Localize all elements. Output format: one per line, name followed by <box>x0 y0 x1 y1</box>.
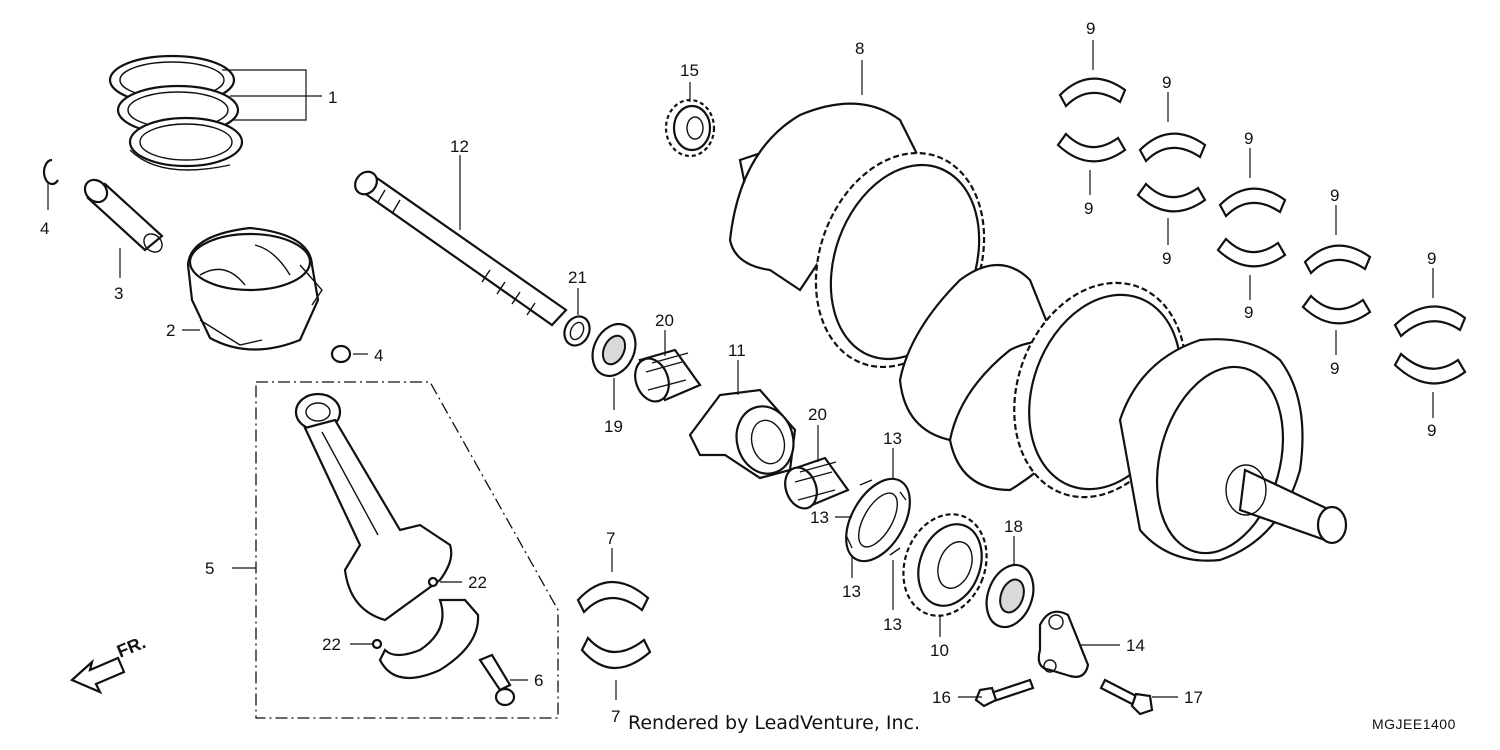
callout-21: 21 <box>568 268 587 287</box>
piston[interactable] <box>186 226 323 351</box>
connecting-rod[interactable] <box>294 392 453 622</box>
callout-9-c: 9 <box>1162 73 1171 92</box>
callout-13-c: 13 <box>842 582 861 601</box>
needle-bearing-upper[interactable] <box>629 348 702 406</box>
piston-pin-clip-top[interactable] <box>42 158 59 186</box>
knock-pin-upper[interactable] <box>427 576 439 588</box>
piston-pin[interactable] <box>80 175 165 255</box>
callout-9-a: 9 <box>1086 19 1095 38</box>
main-bearing-pair-4[interactable] <box>1301 244 1372 325</box>
callout-13-a: 13 <box>883 429 902 448</box>
piston-rings[interactable] <box>108 54 244 171</box>
callout-19: 19 <box>604 417 623 436</box>
crankshaft[interactable] <box>728 102 1348 568</box>
callout-13-d: 13 <box>883 615 902 634</box>
callout-6: 6 <box>534 671 543 690</box>
callout-13-b: 13 <box>810 508 829 527</box>
callout-9-g: 9 <box>1330 186 1339 205</box>
balancer-shaft[interactable] <box>351 167 568 327</box>
balancer-weight[interactable] <box>688 388 801 480</box>
callout-7-bottom: 7 <box>611 707 620 726</box>
leader-lines <box>47 40 1434 700</box>
main-bearing-pair-5[interactable] <box>1393 305 1467 385</box>
main-bearing-pair-1[interactable] <box>1056 77 1127 163</box>
callout-9-j: 9 <box>1427 421 1436 440</box>
balancer-bearing-ring[interactable] <box>833 468 923 572</box>
small-sprocket[interactable] <box>664 98 716 158</box>
callout-20-b: 20 <box>808 405 827 424</box>
connecting-rod-cap[interactable] <box>378 598 480 680</box>
thrust-washer[interactable] <box>584 317 643 383</box>
callout-9-f: 9 <box>1244 303 1253 322</box>
main-bearing-pair-2[interactable] <box>1136 132 1207 213</box>
callout-9-b: 9 <box>1084 199 1093 218</box>
callout-11: 11 <box>728 341 746 360</box>
needle-bearing-lower[interactable] <box>780 456 850 513</box>
balancer-drive-gear[interactable] <box>890 502 1001 627</box>
callout-10: 10 <box>930 641 949 660</box>
callout-2: 2 <box>166 321 175 340</box>
tensioner-arm[interactable] <box>1037 610 1090 678</box>
callout-14: 14 <box>1126 636 1145 655</box>
callout-5: 5 <box>205 559 214 578</box>
callout-8: 8 <box>855 39 864 58</box>
callout-9-h: 9 <box>1330 359 1339 378</box>
callout-1: 1 <box>328 88 337 107</box>
callout-18: 18 <box>1004 517 1023 536</box>
callout-15: 15 <box>680 61 699 80</box>
front-direction-arrow <box>69 656 126 695</box>
callout-17: 17 <box>1184 688 1203 707</box>
diagram-code: MGJEE1400 <box>1372 716 1456 732</box>
gear-washer[interactable] <box>978 558 1041 633</box>
knock-pin-lower[interactable] <box>371 638 383 650</box>
bolt-16[interactable] <box>974 678 1035 708</box>
connecting-rod-bearing-pair[interactable] <box>576 580 652 670</box>
callout-20-a: 20 <box>655 311 674 330</box>
callout-4-left: 4 <box>40 219 49 238</box>
callout-16: 16 <box>932 688 951 707</box>
callout-22-lower: 22 <box>322 635 341 654</box>
callout-4-right: 4 <box>374 346 383 365</box>
callout-3: 3 <box>114 284 123 303</box>
callout-9-e: 9 <box>1244 129 1253 148</box>
callout-22-upper: 22 <box>468 573 487 592</box>
main-bearing-pair-3[interactable] <box>1216 187 1287 268</box>
callout-9-d: 9 <box>1162 249 1171 268</box>
balancer-washer-small[interactable] <box>560 312 594 349</box>
callout-9-i: 9 <box>1427 249 1436 268</box>
connecting-rod-assembly-outline <box>255 381 559 719</box>
piston-pin-clip-right[interactable] <box>330 344 352 364</box>
bolt-17[interactable] <box>1099 678 1154 716</box>
callout-12: 12 <box>450 137 469 156</box>
connecting-rod-nut[interactable] <box>478 653 516 707</box>
footer-credit: Rendered by LeadVenture, Inc. <box>628 712 921 734</box>
callout-7-top: 7 <box>606 529 615 548</box>
